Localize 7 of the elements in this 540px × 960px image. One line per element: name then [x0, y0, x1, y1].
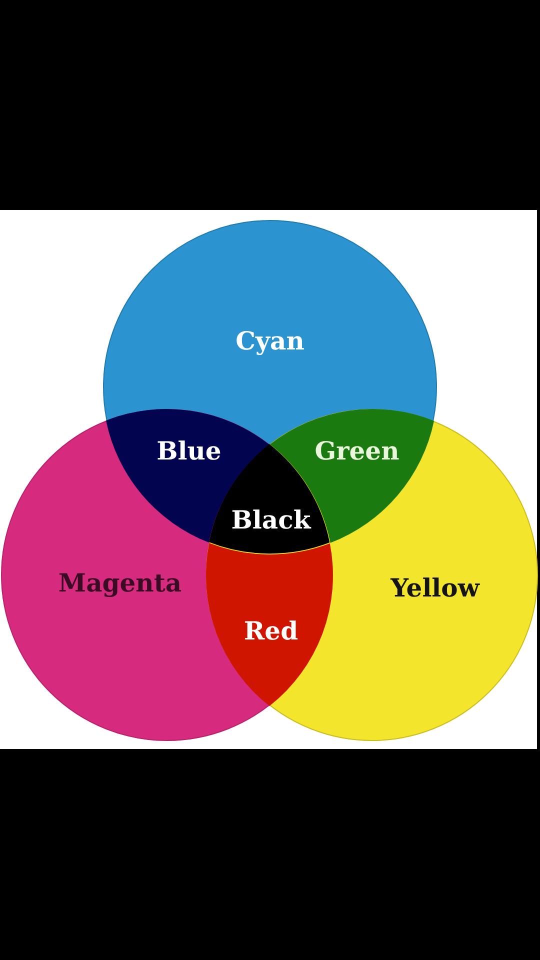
circle-label: Magenta: [58, 570, 182, 596]
circle-label: Yellow: [390, 576, 480, 600]
region-label: Red: [244, 618, 298, 644]
region-label: Black: [231, 507, 311, 532]
circle-label: Cyan: [236, 328, 304, 354]
region-label: Blue: [156, 438, 222, 464]
region-label: Green: [314, 438, 400, 464]
